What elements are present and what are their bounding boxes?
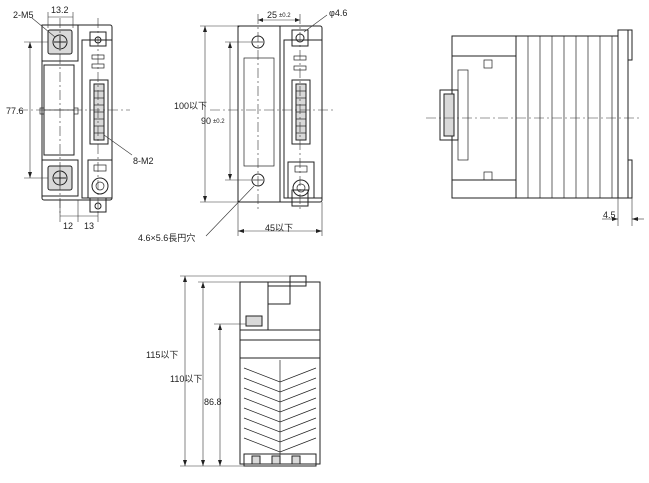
label-25: 25 <box>267 10 277 20</box>
label-4-5: 4.5 <box>603 210 616 220</box>
label-100: 100以下 <box>174 101 207 111</box>
label-110: 110以下 <box>170 374 202 384</box>
label-2-m5: 2-M5 <box>13 10 34 20</box>
label-115: 115以下 <box>146 350 178 360</box>
label-25-tol: ±0.2 <box>279 13 291 19</box>
front-view-left <box>18 12 133 222</box>
label-90: 90 <box>201 116 211 126</box>
side-view <box>426 29 644 226</box>
label-slot-hole: 4.6×5.6長円穴 <box>138 232 195 243</box>
label-45: 45以下 <box>265 223 293 233</box>
label-13: 13 <box>84 221 94 231</box>
label-12: 12 <box>63 221 73 231</box>
bottom-view <box>180 275 321 467</box>
label-90-tol: ±0.2 <box>213 119 225 125</box>
label-86-8: 86.8 <box>204 397 222 407</box>
label-phi-4-6: φ4.6 <box>329 8 347 18</box>
label-8-m2: 8-M2 <box>133 156 154 166</box>
label-13-2: 13.2 <box>51 5 69 15</box>
front-view-mounting <box>200 14 335 237</box>
dial-icon <box>91 177 109 195</box>
label-77-6: 77.6 <box>6 106 24 116</box>
